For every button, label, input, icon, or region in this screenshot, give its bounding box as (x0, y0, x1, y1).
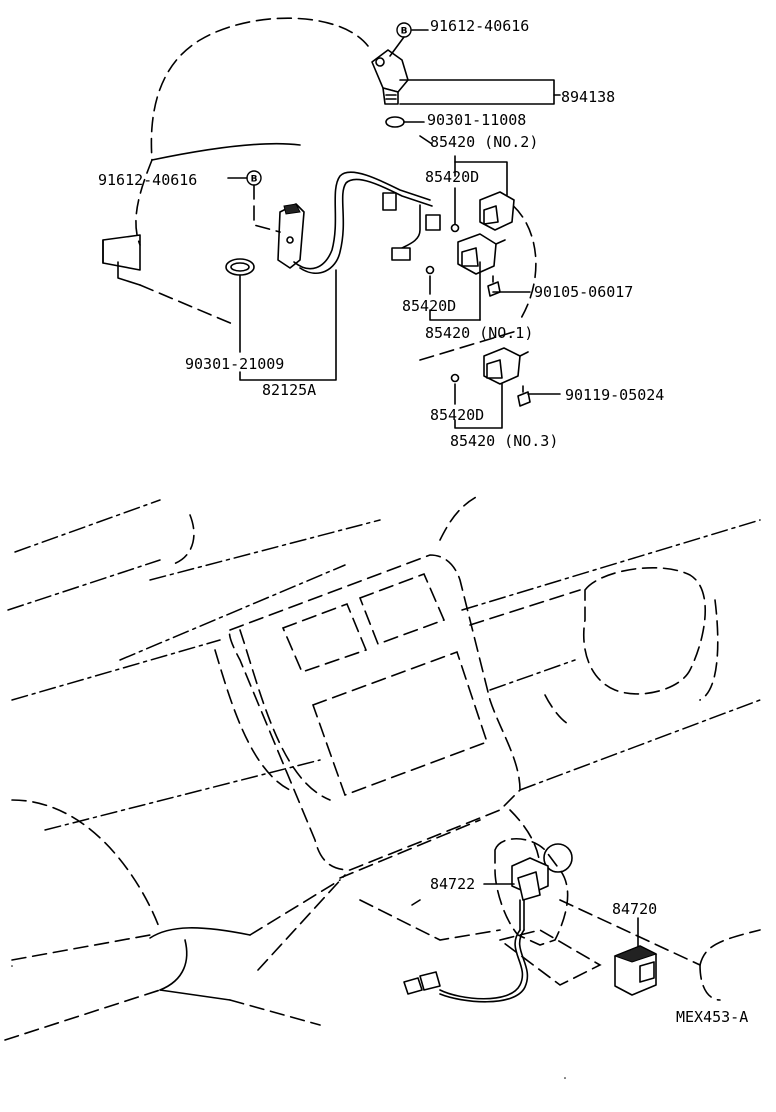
sensor-894138 (371, 49, 409, 128)
center-console (228, 554, 541, 871)
switch-84720 (559, 899, 761, 1001)
b-marker-left: B (246, 170, 262, 186)
sensor-85420-no1 (425, 233, 506, 297)
svg-text:B: B (251, 175, 258, 185)
sensor-85420-no2 (450, 191, 515, 233)
label-85420-no2: 85420 (NO.2) (430, 133, 538, 151)
label-84722: 84722 (430, 875, 475, 893)
label-91612-40616-top: 91612-40616 (430, 17, 529, 35)
label-90105-06017: 90105-06017 (534, 283, 633, 301)
label-85420d-c: 85420D (430, 406, 484, 424)
label-82125a: 82125A (262, 381, 316, 399)
speck (564, 1077, 566, 1079)
label-84720: 84720 (612, 900, 657, 918)
label-85420d-a: 85420D (425, 168, 479, 186)
diagram-reference: MEX453-A (676, 1008, 748, 1026)
b-marker-top: B (396, 22, 412, 38)
sensor-85420-no3 (450, 347, 531, 407)
svg-text:B: B (401, 27, 408, 37)
leader-lines-bottom (483, 883, 639, 947)
top-outline (102, 17, 537, 361)
harness-82125a (225, 171, 441, 276)
shift-lever-84722 (403, 838, 602, 1003)
label-90119-05024: 90119-05024 (565, 386, 664, 404)
label-85420-no3: 85420 (NO.3) (450, 432, 558, 450)
label-90301-11008: 90301-11008 (427, 111, 526, 129)
label-91612-40616-left: 91612-40616 (98, 171, 197, 189)
dashboard-outline (4, 494, 761, 1041)
leader-lines-top (227, 29, 561, 429)
label-85420-no1: 85420 (NO.1) (425, 324, 533, 342)
label-90301-21009: 90301-21009 (185, 355, 284, 373)
label-85420d-b: 85420D (402, 297, 456, 315)
label-894138: 894138 (561, 88, 615, 106)
speck (11, 965, 13, 967)
